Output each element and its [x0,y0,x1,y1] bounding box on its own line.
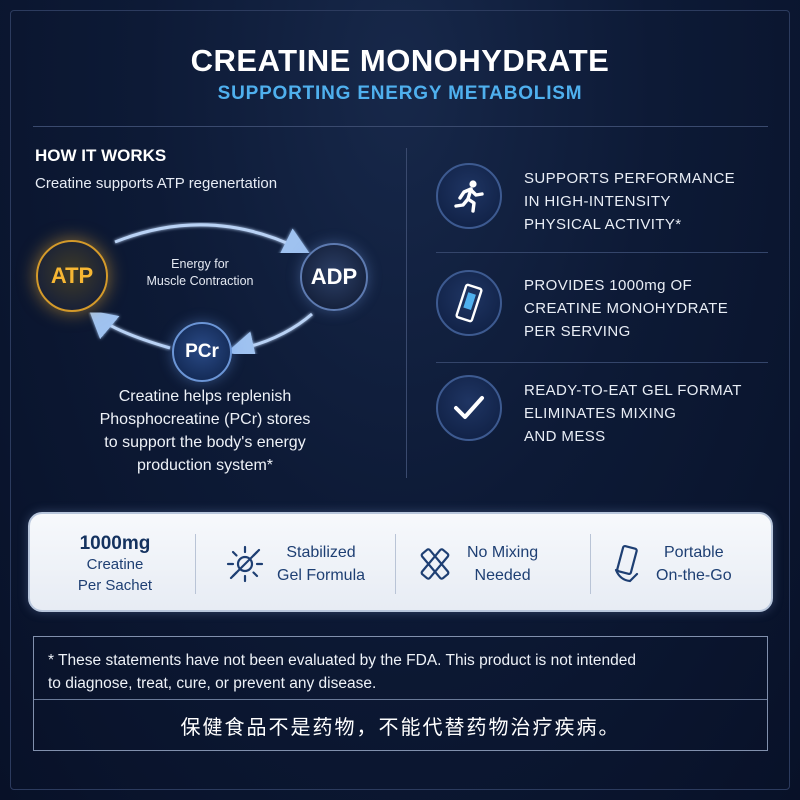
benefit-line: PER SERVING [524,323,631,340]
feature-dose-amount: 1000mg [79,532,151,554]
benefit-divider [436,252,768,253]
atp-node: ATP [36,240,108,312]
benefit-dosage: PROVIDES 1000mg OF CREATINE MONOHYDRATE … [436,270,776,340]
arrow-adp-to-pcr [227,312,313,361]
column-divider [406,148,407,478]
benefit-text: SUPPORTS PERFORMANCE IN HIGH-INTENSITY P… [524,167,735,236]
feature-line: On-the-Go [656,567,732,584]
benefit-gel-format: READY-TO-EAT GEL FORMAT ELIMINATES MIXIN… [436,375,776,445]
benefit-line: IN HIGH-INTENSITY [524,193,671,210]
benefit-line: AND MESS [524,428,606,445]
benefit-text: READY-TO-EAT GEL FORMAT ELIMINATES MIXIN… [524,379,742,448]
energy-label-line2: Muscle Contraction [146,274,254,288]
explanation-line: Phosphocreatine (PCr) stores [99,411,311,428]
portable-sachet-icon [614,544,639,583]
page-title: CREATINE MONOHYDRATE [190,43,610,78]
page-subtitle: SUPPORTING ENERGY METABOLISM [217,83,583,104]
feature-line: Gel Formula [277,567,366,584]
benefit-line: READY-TO-EAT GEL FORMAT [524,382,742,399]
fda-disclaimer-line: * These statements have not been evaluat… [48,652,636,669]
feature-line: Per Sachet [77,576,153,594]
sachet-icon [436,270,502,336]
fda-disclaimer-line: to diagnose, treat, cure, or prevent any… [48,675,377,692]
chinese-disclaimer: 保健食品不是药物，不能代替药物治疗疾病。 [180,715,621,739]
energy-label: Energy for Muscle Contraction [130,256,270,290]
feature-divider [195,534,196,594]
page-frame [10,10,790,790]
feature-divider [590,534,591,594]
benefit-text: PROVIDES 1000mg OF CREATINE MONOHYDRATE … [524,274,728,343]
feature-line: No Mixing [467,544,539,561]
running-person-icon [436,163,502,229]
feature-divider [395,534,396,594]
checkmark-icon [436,375,502,441]
benefit-line: SUPPORTS PERFORMANCE [524,170,736,187]
feature-no-mixing: No Mixing Needed [415,514,595,614]
sun-gel-icon [226,545,264,583]
feature-line: Stabilized [286,544,356,561]
creatine-explanation: Creatine helps replenish Phosphocreatine… [30,385,380,477]
arrow-pcr-to-atp [89,310,171,350]
energy-label-line1: Energy for [171,257,229,271]
disclaimer-box: * These statements have not been evaluat… [33,636,768,751]
feature-line: Creatine [86,555,144,573]
benefit-line: CREATINE MONOHYDRATE [524,300,729,317]
cycle-arrows [89,223,313,361]
explanation-line: Creatine helps replenish [118,388,292,405]
arrow-atp-to-adp [114,223,311,256]
feature-portable: Portable On-the-Go [610,514,770,614]
explanation-line: to support the body's energy [104,434,306,451]
feature-dose: 1000mg Creatine Per Sachet [40,514,190,614]
atp-cycle-diagram: ATP ADP PCr Energy for Muscle Contractio… [20,210,400,382]
feature-line: Needed [474,567,531,584]
feature-panel: 1000mg Creatine Per Sachet Stabilized Ge… [28,512,773,612]
benefit-divider [436,362,768,363]
pcr-node: PCr [172,322,232,382]
benefit-line: PROVIDES 1000mg OF [524,277,693,294]
how-it-works-subheading: Creatine supports ATP regenertation [35,175,278,192]
benefit-line: PHYSICAL ACTIVITY* [524,216,682,233]
feature-stabilized: Stabilized Gel Formula [225,514,405,614]
fda-disclaimer: * These statements have not been evaluat… [48,649,748,695]
disclaimer-divider [34,699,767,700]
benefit-performance: SUPPORTS PERFORMANCE IN HIGH-INTENSITY P… [436,163,776,233]
feature-line: Portable [664,544,724,561]
explanation-line: production system* [136,457,274,474]
how-it-works-heading: HOW IT WORKS [35,146,167,165]
adp-node: ADP [300,243,368,311]
no-mixing-icon [420,548,450,580]
header-divider [33,126,768,127]
benefit-line: ELIMINATES MIXING [524,405,677,422]
